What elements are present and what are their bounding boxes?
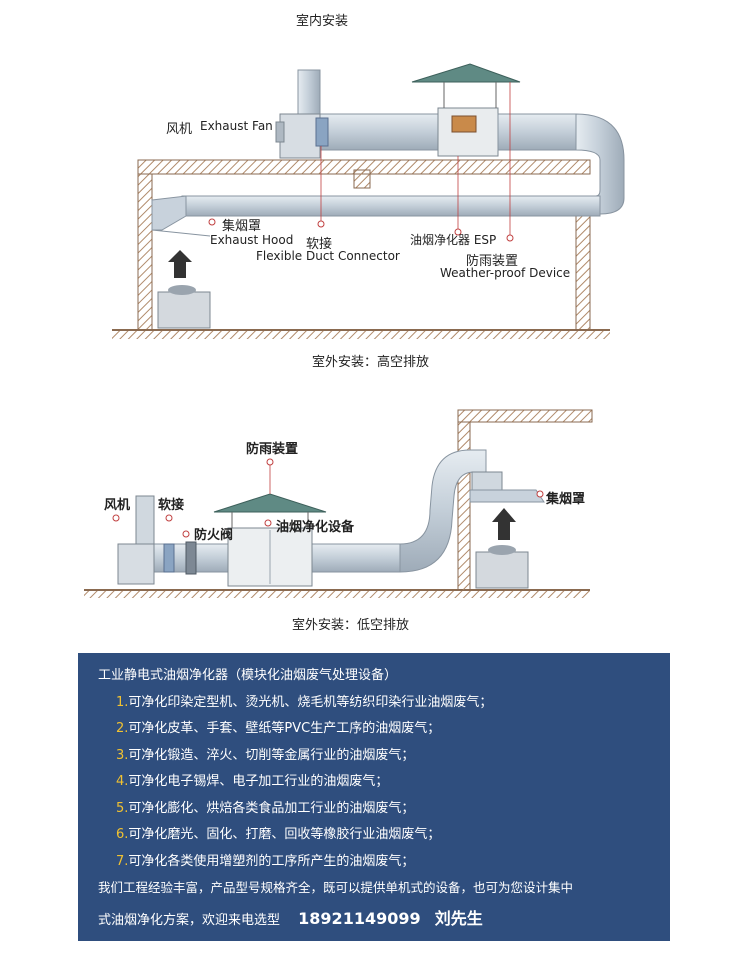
- list-item: 7.可净化各类使用增塑剂的工序所产生的油烟废气；: [116, 853, 415, 869]
- fire-damper-label: 防火阀: [194, 528, 234, 543]
- smoke-arrow: [168, 250, 192, 278]
- ceiling-beam: [353, 169, 371, 189]
- list-item: 4.可净化电子锡焊、电子加工行业的油烟废气；: [116, 774, 389, 789]
- hood-label-2: 集烟罩: [546, 492, 586, 507]
- list-item: 1.可净化印染定型机、烫光机、烧毛机等纺织印染行业油烟废气；: [116, 694, 493, 710]
- info-footer-2: 式油烟净化方案，欢迎来电选型 18921149099 刘先生: [98, 906, 670, 933]
- connector-label-2: 软接: [158, 498, 185, 513]
- contact-name: 刘先生: [434, 908, 483, 928]
- rain-label-cn: 防雨装置: [466, 254, 519, 269]
- weather-proof-cap-2: [213, 493, 327, 513]
- smoke-arrow-2: [492, 508, 516, 540]
- top-diagram-caption: 室外安装：高空排放: [312, 355, 430, 370]
- fan-body: [117, 543, 155, 585]
- rain-label-en: Weather-proof Device: [440, 266, 571, 280]
- info-title: 工业静电式油烟净化器（模块化油烟废气处理设备）: [98, 668, 398, 683]
- outdoor-installation-diagram: [84, 409, 593, 598]
- indoor-installation-diagram: [112, 63, 625, 339]
- building-wall: [457, 421, 471, 591]
- exhaust-hood: [151, 195, 187, 231]
- info-footer-1: 我们工程经验丰富，产品型号规格齐全，既可以提供单机式的设备，也可为您设计集中: [98, 880, 574, 895]
- list-item: 2.可净化皮革、手套、壁纸等PVC生产工序的油烟废气；: [116, 721, 441, 736]
- list-item: 6.可净化磨光、固化、打磨、回收等橡胶行业油烟废气；: [116, 827, 441, 842]
- hood-label-cn: 集烟罩: [222, 219, 262, 234]
- info-panel: 工业静电式油烟净化器（模块化油烟废气处理设备） 1.可净化印染定型机、烫光机、烧…: [78, 653, 670, 941]
- rain-label-2: 防雨装置: [246, 442, 299, 457]
- building-roof: [457, 409, 593, 423]
- fan-label-cn: 风机: [166, 122, 193, 137]
- phone-number: 18921149099: [298, 908, 421, 928]
- fire-damper: [185, 541, 197, 575]
- hood-label-en: Exhaust Hood: [210, 233, 294, 247]
- info-footer-2-text: 式油烟净化方案，欢迎来电选型: [98, 912, 281, 928]
- connector-label-en: Flexible Duct Connector: [256, 249, 400, 263]
- list-item: 5.可净化膨化、烘焙各类食品加工行业的油烟废气；: [116, 800, 415, 816]
- flexible-connector: [315, 117, 329, 147]
- fan-label-en: Exhaust Fan: [200, 119, 273, 133]
- bottom-diagram-caption: 室外安装：低空排放: [292, 618, 410, 633]
- stove: [157, 291, 211, 329]
- fan-label-2: 风机: [104, 498, 131, 513]
- list-item: 3.可净化锻造、淬火、切削等金属行业的油烟废气；: [116, 747, 415, 763]
- weather-proof-cap: [411, 63, 521, 83]
- connector-label-cn: 软接: [306, 237, 333, 252]
- exhaust-fan: [279, 113, 321, 159]
- esp-label: 油烟净化器 ESP: [410, 233, 497, 247]
- stove-2: [475, 551, 529, 589]
- purifier-label: 油烟净化设备: [276, 520, 355, 535]
- flexible-connector-2: [163, 543, 175, 573]
- exhaust-hood-2: [469, 489, 545, 503]
- top-diagram-title: 室内安装: [296, 14, 349, 29]
